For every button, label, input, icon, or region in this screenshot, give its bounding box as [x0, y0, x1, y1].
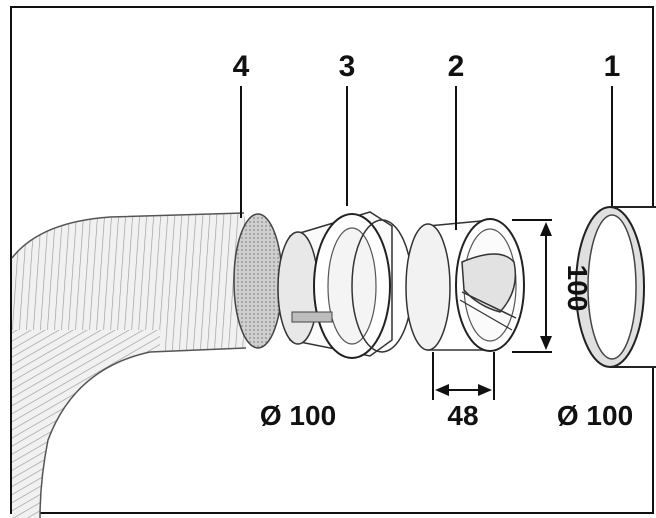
wall-outlet [575, 206, 656, 368]
dimension-length [432, 352, 495, 400]
hose-diameter-label: Ø 100 [260, 400, 336, 431]
connector-ring [277, 211, 413, 359]
valve-flap [461, 253, 517, 313]
outlet-diameter-label: Ø 100 [557, 400, 633, 431]
part-number-4: 4 [233, 50, 250, 83]
part-number-1: 1 [604, 50, 621, 83]
valve-height-label: 100 [562, 265, 593, 312]
part-number-2: 2 [448, 50, 465, 83]
hose-end-mesh [233, 213, 283, 349]
dimension-height [512, 219, 552, 353]
part-number-3: 3 [339, 50, 356, 83]
valve-length-label: 48 [447, 400, 478, 431]
backdraft-valve [405, 218, 525, 352]
